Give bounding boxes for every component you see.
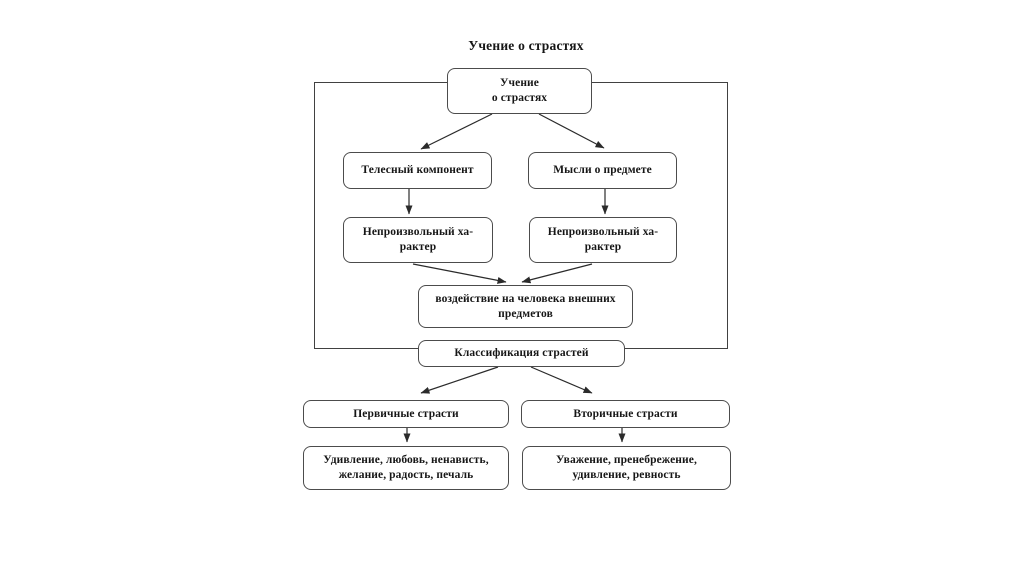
- arrow-involuntary-left-impact: [412, 263, 507, 284]
- node-primary-examples: Удивление, любовь, ненависть, желание, р…: [303, 446, 509, 490]
- arrow-root-thoughts: [538, 113, 605, 149]
- arrow-involuntary-right-impact: [521, 263, 593, 284]
- node-classification: Классификация страстей: [418, 340, 625, 367]
- node-thoughts-of-object: Мысли о предмете: [528, 152, 677, 189]
- node-secondary-passions: Вторичные страсти: [521, 400, 730, 428]
- node-external-impact: воздействие на человека внешних предмето…: [418, 285, 633, 328]
- arrow-classification-primary: [420, 366, 499, 394]
- diagram-title: Учение о страстях: [468, 38, 584, 53]
- node-bodily-component: Телесный компонент: [343, 152, 492, 189]
- node-involuntary-right: Непроизвольный ха- рактер: [529, 217, 677, 263]
- arrow-classification-secondary: [530, 366, 593, 394]
- node-involuntary-left: Непроизвольный ха- рактер: [343, 217, 493, 263]
- node-root: Учение о страстях: [447, 68, 592, 114]
- node-primary-passions: Первичные страсти: [303, 400, 509, 428]
- node-secondary-examples: Уважение, пренебрежение, удивление, ревн…: [522, 446, 731, 490]
- arrow-root-bodily: [420, 113, 493, 150]
